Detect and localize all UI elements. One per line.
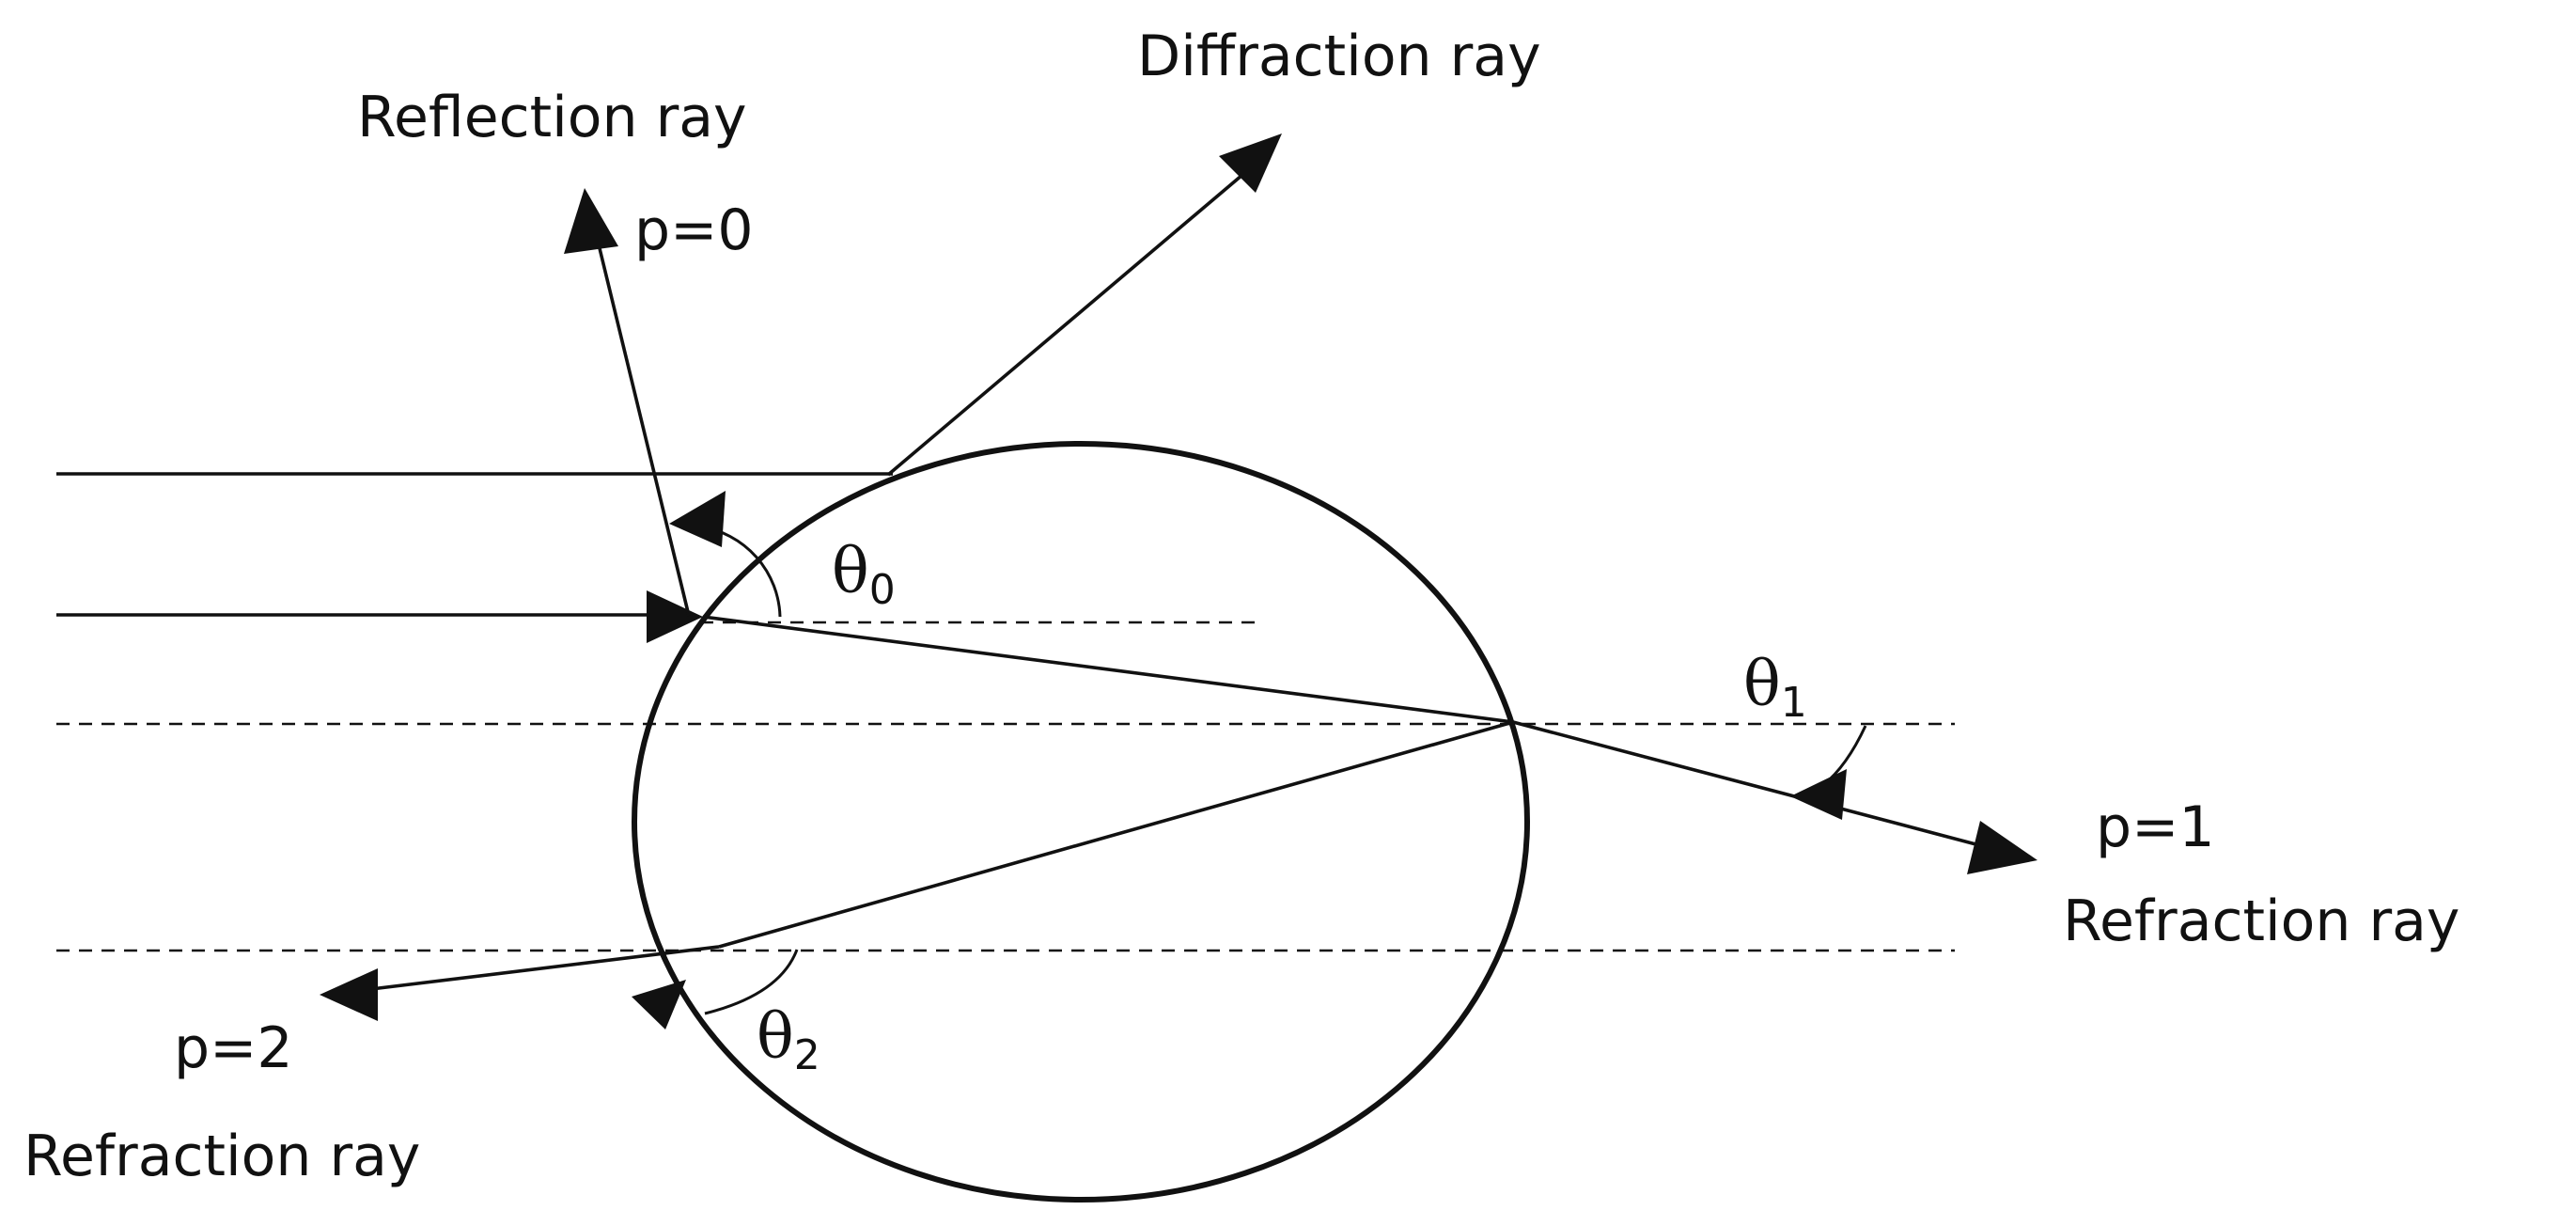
p2-label: p=2	[174, 1015, 293, 1081]
refraction-ray-p1-line	[1512, 720, 1984, 848]
internal-refraction-path	[702, 615, 1514, 949]
theta2-arc-arrowhead	[632, 980, 686, 1030]
refraction-ray-right-label: Refraction ray	[2063, 888, 2459, 954]
theta0-label: θ0	[832, 535, 896, 614]
theta2-label: θ2	[757, 1000, 820, 1079]
theta2-angle-arc	[704, 949, 799, 1015]
reflection-ray-line	[597, 244, 691, 617]
reflection-ray-label: Reflection ray	[357, 85, 747, 150]
refraction-ray-p2-line	[370, 945, 720, 991]
diffraction-ray-label: Diffraction ray	[1137, 24, 1541, 89]
droplet-circle	[632, 441, 1530, 1202]
refraction-ray-left-label: Refraction ray	[23, 1124, 420, 1189]
diffraction-ray-arrowhead	[1219, 134, 1282, 193]
theta1-arc-arrowhead	[1790, 769, 1847, 820]
refraction-ray-p2-arrowhead	[320, 968, 378, 1021]
p0-label: p=0	[634, 197, 754, 263]
diffraction-ray-line	[886, 173, 1244, 477]
theta0-arc-arrowhead	[669, 491, 726, 547]
refraction-ray-p1-arrowhead	[1967, 821, 2037, 874]
p1-label: p=1	[2096, 794, 2215, 860]
reflection-ray-arrowhead	[564, 188, 618, 254]
incident-ray-arrowhead	[647, 590, 703, 643]
theta1-label: θ1	[1743, 648, 1807, 727]
